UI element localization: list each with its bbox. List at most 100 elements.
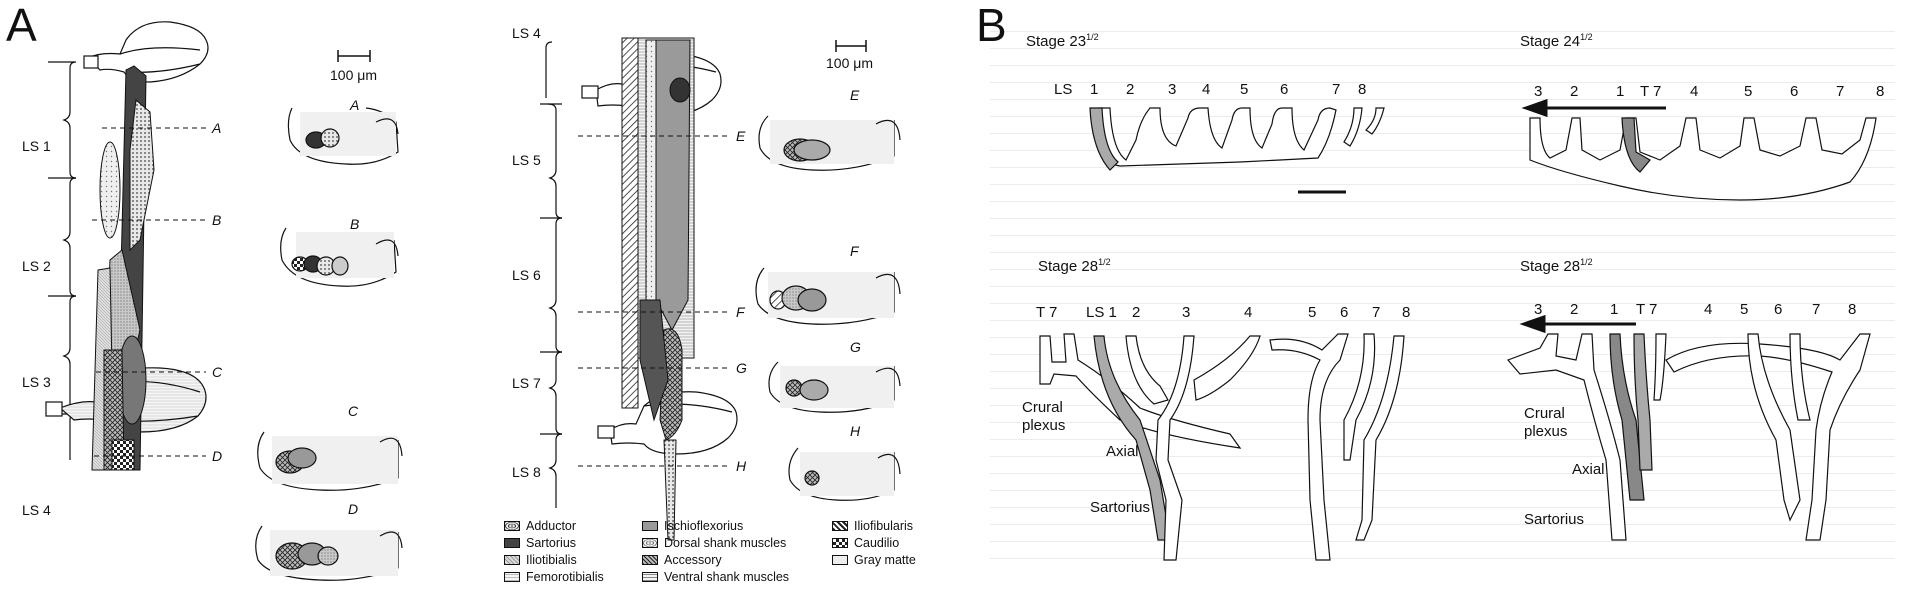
- legend-item: Accessory: [642, 553, 722, 567]
- legend-label: Caudilio: [854, 536, 900, 550]
- ls-label: LS 7: [512, 375, 541, 391]
- section-lines-left: [92, 127, 206, 457]
- legend-label: Iliotibialis: [526, 553, 577, 567]
- section-panel-letter: E: [850, 87, 860, 103]
- nerve-label: 8: [1876, 83, 1885, 100]
- nerve-label: T 7: [1640, 83, 1662, 100]
- label-axial: Axial: [1106, 443, 1139, 460]
- left-spinal-column: [48, 61, 77, 460]
- label-plexus: plexus: [1022, 417, 1066, 434]
- section-lines-right: [578, 135, 730, 467]
- section-panel-letter: H: [850, 423, 861, 439]
- section-h: [788, 447, 901, 501]
- section-panels-right: [755, 115, 901, 501]
- section-panel-letter: B: [350, 216, 360, 232]
- nerve-label: 8: [1402, 304, 1411, 321]
- section-e: [758, 115, 901, 171]
- nerve-label: 3: [1534, 301, 1543, 318]
- legend-swatch: [832, 538, 848, 548]
- vertebra-top-left: [83, 21, 209, 83]
- legend-item: Sartorius: [504, 536, 576, 550]
- label-plexus: plexus: [1524, 423, 1568, 440]
- legend-item: Iliotibialis: [504, 553, 577, 567]
- legend-label: Ischioflexorius: [664, 519, 744, 533]
- nerve-label: 5: [1240, 81, 1249, 98]
- section-line-letter: H: [736, 458, 747, 474]
- legend-item: Adductor: [504, 519, 576, 533]
- legend-label: Sartorius: [526, 536, 577, 550]
- nerve-label: 5: [1740, 301, 1749, 318]
- nerve-label: LS: [1054, 81, 1073, 98]
- nerve-label: 4: [1244, 304, 1253, 321]
- nerve-label: 8: [1358, 81, 1367, 98]
- section-d: [255, 525, 403, 581]
- ls-label: LS 3: [22, 374, 51, 390]
- legend-label: Femorotibialis: [526, 570, 604, 584]
- label-crural: Crural: [1022, 399, 1063, 416]
- section-panel-letter: C: [348, 403, 359, 419]
- scale-label-right: 100 μm: [826, 55, 873, 71]
- ls-label: LS 4: [512, 25, 541, 41]
- right-spinal-column: [540, 41, 563, 508]
- nerve-label: 4: [1202, 81, 1211, 98]
- nerve-label: 3: [1182, 304, 1191, 321]
- nerve-label: 7: [1836, 83, 1845, 100]
- ls-label: LS 5: [512, 152, 541, 168]
- section-line-letter: F: [736, 304, 745, 320]
- nerve-label: 2: [1132, 304, 1141, 321]
- stage-label-28-left: Stage 281/2: [1038, 257, 1111, 275]
- legend-item: Ventral shank muscles: [642, 570, 789, 584]
- legend-label: Adductor: [526, 519, 577, 533]
- section-g: [768, 361, 901, 413]
- nerve-label: 8: [1848, 301, 1857, 318]
- nerve-label: 6: [1280, 81, 1289, 98]
- ls-label: LS 8: [512, 464, 541, 480]
- section-panel-letter: G: [850, 339, 861, 355]
- legend-label: Accessory: [664, 553, 722, 567]
- legend-item: Caudilio: [832, 536, 899, 550]
- section-panel-letter: D: [348, 501, 359, 517]
- section-f: [755, 267, 901, 325]
- label-axial: Axial: [1572, 461, 1605, 478]
- section-line-letter: B: [212, 212, 222, 228]
- nerve-label: 2: [1126, 81, 1135, 98]
- panel-a-letter: A: [6, 0, 37, 51]
- nerve-diagram-stage-28-left: [1039, 333, 1405, 561]
- scale-bar-left: [337, 50, 371, 62]
- legend-swatch: [642, 521, 658, 531]
- label-crural: Crural: [1524, 405, 1565, 422]
- legend-label: Gray matte: [854, 553, 916, 567]
- legend-swatch: [504, 538, 520, 548]
- background-text-texture: [990, 15, 1895, 585]
- legend-swatch: [504, 521, 520, 531]
- nerve-label: 1: [1090, 81, 1099, 98]
- nerve-label: 3: [1534, 83, 1543, 100]
- legend-label: Dorsal shank muscles: [664, 536, 787, 550]
- ls-label: LS 2: [22, 258, 51, 274]
- nerve-label: 2: [1570, 83, 1579, 100]
- section-line-letter: A: [212, 120, 222, 136]
- legend-swatch: [504, 572, 520, 582]
- nerve-label: T 7: [1036, 304, 1058, 321]
- scale-bar-right: [835, 40, 867, 52]
- nerve-label: 4: [1690, 83, 1699, 100]
- nerve-label: 1: [1616, 83, 1625, 100]
- section-a: [287, 107, 399, 165]
- section-panel-letter: F: [850, 243, 859, 259]
- legend-item: Gray matte: [832, 553, 916, 567]
- nerve-label: 6: [1790, 83, 1799, 100]
- direction-arrow-stage-24: [1521, 98, 1666, 118]
- legend-label: Iliofibularis: [854, 519, 914, 533]
- section-c: [257, 431, 403, 491]
- label-sartorius: Sartorius: [1090, 499, 1151, 516]
- legend-item: Iliofibularis: [832, 519, 913, 533]
- legend-swatch: [642, 538, 658, 548]
- legend-item: Dorsal shank muscles: [642, 536, 786, 550]
- legend-swatch: [832, 521, 848, 531]
- legend-swatch: [642, 572, 658, 582]
- nerve-label: T 7: [1636, 301, 1658, 318]
- stage-label-24: Stage 241/2: [1520, 32, 1593, 50]
- nerve-label: 7: [1812, 301, 1821, 318]
- legend-label: Ventral shank muscles: [664, 570, 790, 584]
